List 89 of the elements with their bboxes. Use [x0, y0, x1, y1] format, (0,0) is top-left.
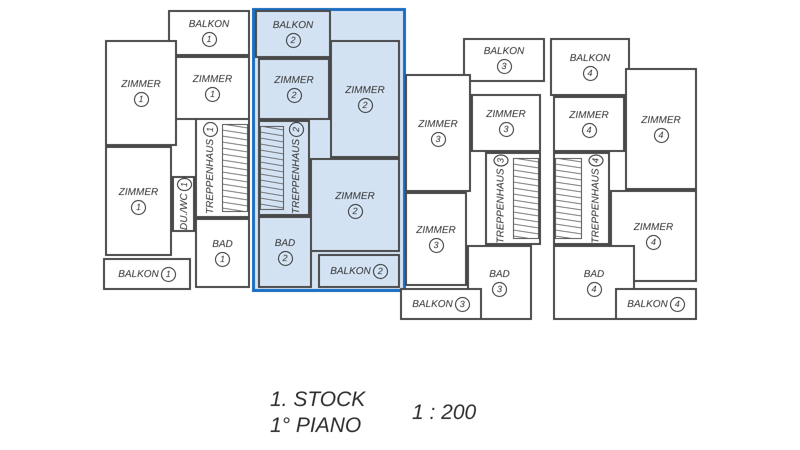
- room-number: 1: [215, 252, 230, 267]
- room-name: BAD: [584, 268, 604, 280]
- room: [553, 96, 625, 152]
- room: [405, 74, 471, 192]
- room-name: DU./WC: [178, 193, 189, 230]
- room: [615, 288, 697, 320]
- room: [318, 254, 400, 288]
- room-name: ZIMMER: [274, 75, 314, 86]
- room-number: 3: [492, 282, 507, 296]
- room-name: TREPPENHAUS: [590, 168, 600, 243]
- room: [168, 10, 250, 56]
- room-number: 2: [348, 204, 362, 219]
- room-number: 2: [286, 88, 302, 103]
- room-name: ZIMMER: [335, 191, 375, 202]
- room: [463, 38, 545, 82]
- room-number: 4: [654, 128, 668, 143]
- room: [550, 38, 630, 96]
- room-name: ZIMMER: [121, 79, 161, 90]
- room-name: ZIMMER: [486, 109, 526, 120]
- room-number: 4: [582, 66, 598, 81]
- room-name: ZIMMER: [118, 187, 158, 198]
- room-number: 3: [498, 122, 514, 137]
- room-number: 4: [670, 296, 685, 312]
- room-name: BALKON: [188, 19, 230, 30]
- room-name: BALKON: [570, 53, 610, 64]
- room: [405, 192, 467, 286]
- floor-label: 1° PIANO: [270, 414, 362, 438]
- room: [258, 120, 310, 216]
- room-number: 2: [358, 98, 372, 113]
- room: [255, 10, 331, 58]
- room-number: 1: [160, 266, 176, 282]
- room-number: 1: [202, 122, 217, 137]
- room: [175, 56, 250, 120]
- room-name: BAD: [489, 268, 510, 280]
- room: [258, 216, 312, 288]
- room: [105, 146, 172, 256]
- room: [471, 94, 541, 152]
- room-number: 1: [131, 200, 146, 215]
- room-name: TREPPENHAUS: [204, 139, 215, 214]
- room-name: ZIMMER: [418, 119, 458, 130]
- room-number: 3: [454, 296, 470, 312]
- floor-label: 1. STOCK: [270, 388, 366, 412]
- room-number: 2: [278, 251, 292, 266]
- room-name: BALKON: [118, 268, 159, 280]
- room-name: TREPPENHAUS: [494, 168, 506, 243]
- room: [258, 58, 330, 120]
- room-name: ZIMMER: [641, 115, 681, 126]
- room-number: 3: [428, 238, 444, 253]
- room-name: BAD: [274, 238, 296, 249]
- room-name: BALKON: [330, 266, 371, 276]
- room-number: 2: [372, 264, 388, 278]
- room-name: ZIMMER: [416, 225, 456, 236]
- room: [485, 152, 541, 245]
- room: [467, 245, 532, 320]
- room-name: ZIMMER: [634, 222, 674, 233]
- room: [105, 40, 177, 146]
- room-number: 4: [588, 154, 602, 166]
- room-number: 3: [430, 132, 446, 147]
- room: [195, 218, 250, 288]
- room-number: 3: [496, 59, 512, 74]
- room-name: ZIMMER: [345, 85, 385, 96]
- room-number: 1: [205, 87, 220, 102]
- room: [400, 288, 482, 320]
- room: [330, 40, 400, 158]
- room-number: 2: [286, 33, 300, 48]
- room: [553, 152, 610, 245]
- room: [103, 258, 191, 290]
- room-name: BALKON: [412, 298, 453, 310]
- room-number: 4: [646, 235, 661, 250]
- room-number: 4: [586, 282, 602, 296]
- room: [172, 176, 195, 232]
- room-name: ZIMMER: [569, 110, 609, 121]
- room-number: 1: [202, 32, 216, 47]
- room-name: BAD: [212, 239, 233, 250]
- room-name: BALKON: [272, 20, 314, 31]
- room-name: BALKON: [484, 46, 524, 57]
- room: [310, 158, 400, 252]
- room-number: 1: [134, 92, 148, 107]
- room: [195, 118, 250, 218]
- room-number: 1: [176, 178, 191, 192]
- room: [625, 68, 697, 190]
- room-name: BALKON: [627, 298, 668, 310]
- room-number: 4: [582, 123, 596, 138]
- room-number: 3: [492, 154, 508, 166]
- scale-label: 1 : 200: [412, 401, 476, 425]
- room-name: TREPPENHAUS: [290, 138, 302, 214]
- room-number: 2: [288, 122, 304, 137]
- room-name: ZIMMER: [192, 74, 232, 85]
- highlighted-apartment: [252, 8, 406, 292]
